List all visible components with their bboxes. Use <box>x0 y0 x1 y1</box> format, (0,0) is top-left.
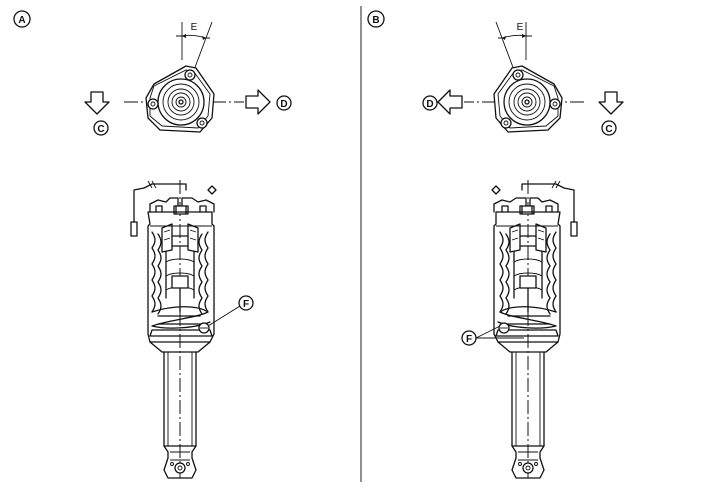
svg-text:D: D <box>280 99 287 110</box>
svg-text:C: C <box>97 124 104 135</box>
svg-text:C: C <box>605 124 612 135</box>
angle-e-label-b: E <box>517 22 524 33</box>
arrow-c-a <box>84 91 110 115</box>
top-mount-plate-a <box>145 65 215 133</box>
strut-assembly-a <box>130 179 217 479</box>
callout-d-b: D <box>422 95 438 111</box>
callout-d-a: D <box>276 95 292 111</box>
view-b-badge: B <box>367 10 385 28</box>
strut-assembly-b <box>491 179 578 479</box>
svg-text:D: D <box>426 99 433 110</box>
callout-c-a: C <box>93 120 109 136</box>
svg-text:F: F <box>243 299 249 310</box>
panel-b: B E C <box>367 10 624 479</box>
callout-f-a: F <box>207 295 254 327</box>
callout-c-b: C <box>601 120 617 136</box>
arrow-c-b <box>598 91 624 115</box>
svg-text:B: B <box>372 15 379 26</box>
arrow-d-a <box>245 89 271 115</box>
svg-text:F: F <box>466 334 472 345</box>
svg-text:E: E <box>191 22 198 33</box>
arrow-d-b <box>437 89 463 115</box>
view-a-badge: A <box>13 10 31 28</box>
svg-text:A: A <box>18 15 25 26</box>
top-mount-plate-b <box>493 65 563 133</box>
callout-f-b: F <box>461 330 524 346</box>
panel-a: A E C D <box>13 10 292 479</box>
